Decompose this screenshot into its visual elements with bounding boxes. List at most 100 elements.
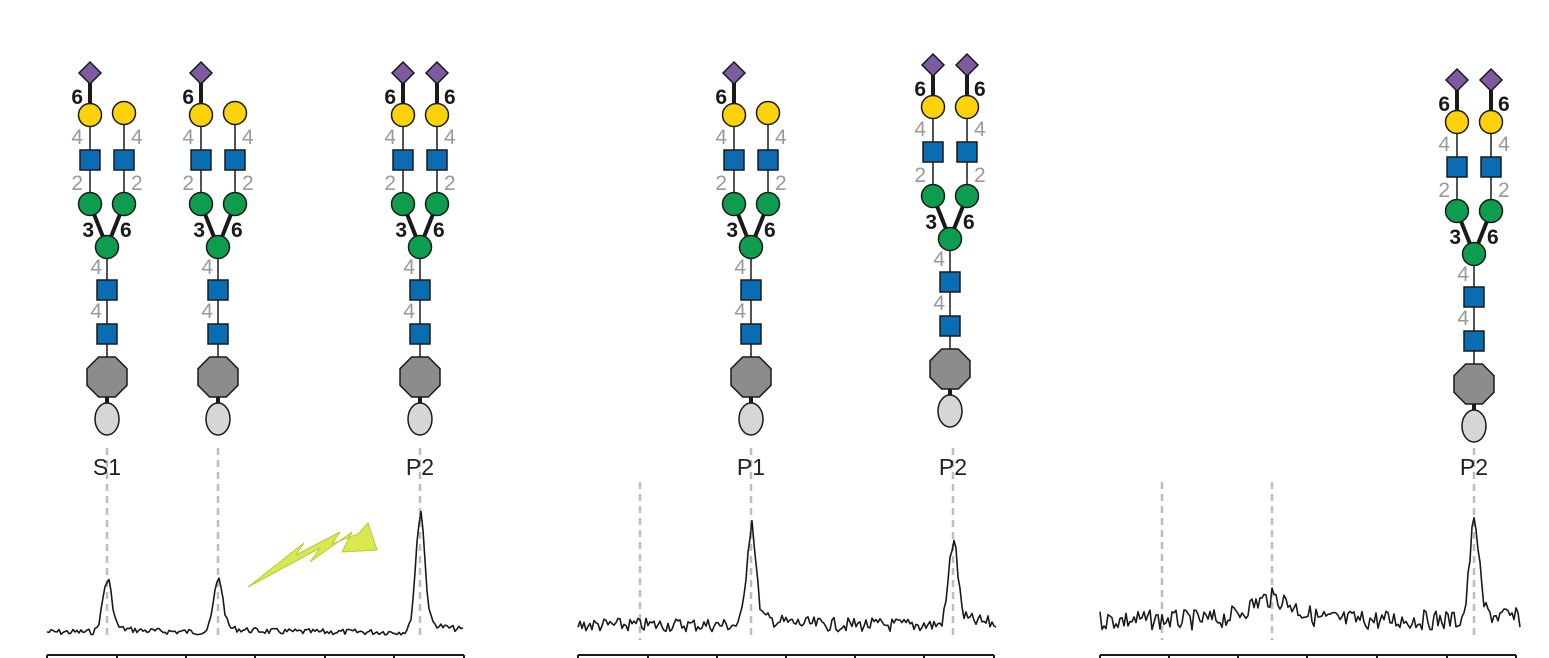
glcnac-square xyxy=(1480,156,1502,178)
mannose-circle xyxy=(390,191,416,217)
linkage-label: 2 xyxy=(444,172,456,195)
glcnac-square xyxy=(96,323,118,345)
mannose-circle xyxy=(1478,198,1504,224)
linkage-label: 4 xyxy=(1438,133,1450,156)
mannose-circle xyxy=(954,183,980,209)
linkage-label: 2 xyxy=(914,164,926,187)
linkage-label: 6 xyxy=(433,219,445,242)
linkage-label: 6 xyxy=(963,211,975,234)
peak-label: P2 xyxy=(939,454,967,480)
reducing-end-ellipse xyxy=(738,402,764,436)
linkage-label: 4 xyxy=(131,126,143,149)
galactose-circle xyxy=(954,94,980,120)
core-octagon xyxy=(730,356,772,398)
peak-label: S1 xyxy=(93,454,121,480)
sialic-acid-diamond xyxy=(954,52,980,78)
lightning-bolt-icon xyxy=(247,522,378,588)
glcnac-square xyxy=(392,149,414,171)
galactose-circle xyxy=(755,100,781,126)
linkage-label: 6 xyxy=(231,219,243,242)
linkage-label: 4 xyxy=(933,292,945,315)
core-octagon xyxy=(86,356,128,398)
linkage-label: 4 xyxy=(1457,307,1469,330)
linkage-label: 4 xyxy=(90,256,102,279)
mannose-circle xyxy=(407,234,433,260)
linkage-label: 3 xyxy=(193,219,205,242)
sialic-acid-diamond xyxy=(390,60,416,86)
sialic-acid-diamond xyxy=(920,52,946,78)
galactose-circle xyxy=(424,102,450,128)
linkage-label: 4 xyxy=(444,126,456,149)
linkage-label: 4 xyxy=(1498,133,1510,156)
linkage-label: 6 xyxy=(120,219,132,242)
peak-label: P1 xyxy=(737,454,765,480)
core-octagon xyxy=(197,356,239,398)
mannose-circle xyxy=(1444,198,1470,224)
linkage-label: 4 xyxy=(182,126,194,149)
linkage-label: 6 xyxy=(764,219,776,242)
linkage-label: 2 xyxy=(775,172,787,195)
glcnac-square xyxy=(1463,330,1485,352)
linkage-label: 6 xyxy=(1438,93,1450,116)
galactose-circle xyxy=(188,102,214,128)
galactose-circle xyxy=(77,102,103,128)
glcnac-square xyxy=(939,315,961,337)
linkage-label: 4 xyxy=(403,300,415,323)
linkage-label: 4 xyxy=(734,300,746,323)
linkage-label: 4 xyxy=(90,300,102,323)
mannose-circle xyxy=(188,191,214,217)
linkage-label: 6 xyxy=(384,86,396,109)
glcnac-square xyxy=(1463,286,1485,308)
linkage-label: 2 xyxy=(715,172,727,195)
glcnac-square xyxy=(96,279,118,301)
peak-label: P2 xyxy=(406,454,434,480)
mannose-circle xyxy=(920,183,946,209)
peak-labels: S1 P2 P1 P2 P2 xyxy=(93,454,1488,480)
chromatogram-traces xyxy=(46,510,1521,636)
linkage-label: 4 xyxy=(734,256,746,279)
glcnac-square xyxy=(740,279,762,301)
linkage-label: 4 xyxy=(933,248,945,271)
linkage-label: 6 xyxy=(914,78,926,101)
linkage-label: 4 xyxy=(715,126,727,149)
glcnac-square xyxy=(190,149,212,171)
peak-guide-lines xyxy=(105,448,1476,640)
linkage-label: 3 xyxy=(1449,226,1461,249)
glcnac-square xyxy=(207,323,229,345)
mannose-circle xyxy=(77,191,103,217)
linkage-label: 4 xyxy=(201,300,213,323)
glcnac-square xyxy=(939,271,961,293)
glcnac-square xyxy=(113,149,135,171)
sialic-acid-diamond xyxy=(1478,67,1504,93)
peak-label: P2 xyxy=(1460,454,1488,480)
linkage-label: 2 xyxy=(974,164,986,187)
reducing-end-ellipse xyxy=(1461,409,1487,443)
glcnac-square xyxy=(409,323,431,345)
linkage-label: 2 xyxy=(1438,179,1450,202)
mannose-circle xyxy=(755,191,781,217)
linkage-label: 6 xyxy=(444,86,456,109)
sialic-acid-diamond xyxy=(188,60,214,86)
linkage-label: 3 xyxy=(726,219,738,242)
linkage-label: 2 xyxy=(131,172,143,195)
glcnac-square xyxy=(79,149,101,171)
linkage-label: 3 xyxy=(82,219,94,242)
linkage-label: 6 xyxy=(1498,93,1510,116)
core-octagon xyxy=(399,356,441,398)
linkage-label: 2 xyxy=(1498,179,1510,202)
galactose-circle xyxy=(111,100,137,126)
reducing-end-ellipse xyxy=(94,402,120,436)
glcnac-square xyxy=(723,149,745,171)
galactose-circle xyxy=(222,100,248,126)
glcnac-square xyxy=(409,279,431,301)
mannose-circle xyxy=(1461,241,1487,267)
glcnac-square xyxy=(1446,156,1468,178)
sialic-acid-diamond xyxy=(1444,67,1470,93)
galactose-circle xyxy=(1444,109,1470,135)
